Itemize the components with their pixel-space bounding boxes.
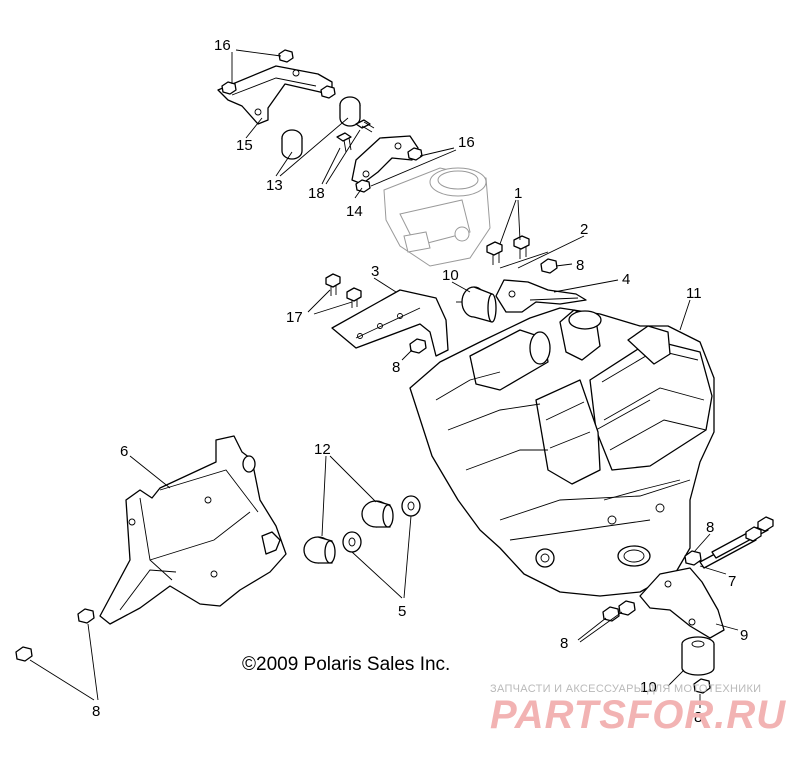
callout-9: 9 [740, 627, 748, 644]
nut-part-16c [320, 85, 336, 99]
callout-8c: 8 [706, 519, 714, 536]
cushion-part-12 [303, 500, 394, 564]
washer-part-2 [499, 251, 549, 269]
callout-16b: 16 [458, 134, 475, 151]
callout-2: 2 [580, 221, 588, 238]
callout-5: 5 [398, 603, 406, 620]
nut-part-8d [602, 600, 636, 622]
bracket-part-9 [639, 567, 725, 639]
nut-part-16b [355, 147, 423, 193]
bolt-part-1 [486, 235, 530, 265]
callout-8b: 8 [392, 359, 400, 376]
copyright-text: ©2009 Polaris Sales Inc. [242, 654, 450, 675]
nut-part-8e [15, 608, 95, 662]
callout-7: 7 [728, 573, 736, 590]
upper-bracket-part-15 [217, 65, 333, 125]
bolt-part-7 [699, 516, 774, 569]
nut-part-16a [221, 49, 294, 95]
mount-cushion-part-10b [681, 636, 715, 676]
callout-8d: 8 [560, 635, 568, 652]
callout-10a: 10 [442, 267, 459, 284]
nut-part-8b [409, 338, 427, 354]
watermark-brand: PARTSFOR.RU [490, 693, 786, 737]
mount-cushion-part-10a [456, 286, 497, 323]
front-bracket-part-6 [99, 435, 287, 625]
callout-8f: 8 [694, 709, 702, 726]
callout-12: 12 [314, 441, 331, 458]
callout-8a: 8 [576, 257, 584, 274]
callout-14: 14 [346, 203, 363, 220]
callout-6: 6 [120, 443, 128, 460]
callout-8e: 8 [92, 703, 100, 720]
callout-4: 4 [622, 271, 630, 288]
throttle-body-assembly [383, 167, 491, 267]
callout-15: 15 [236, 137, 253, 154]
bracket-part-4 [495, 279, 587, 313]
bolt-part-17 [325, 273, 362, 308]
watermark-tagline: ЗАПЧАСТИ И АКСЕССУАРЫ ДЛЯ МОТОТЕХНИКИ [490, 683, 761, 695]
callout-13: 13 [266, 177, 283, 194]
washer-part-5 [342, 495, 421, 553]
nut-part-8a [540, 258, 558, 274]
nut-part-8f [693, 678, 711, 694]
bracket-part-3 [331, 289, 449, 357]
callout-3: 3 [371, 263, 379, 280]
callout-labels: 16 15 13 18 14 16 1 2 8 4 3 10 17 8 11 6… [92, 37, 748, 726]
leader-lines [29, 49, 739, 708]
bolt-part-18 [336, 119, 375, 153]
callout-16a: 16 [214, 37, 231, 54]
nut-part-8c [684, 550, 702, 566]
callout-10b: 10 [640, 679, 657, 696]
callout-18: 18 [308, 185, 325, 202]
bushing-part-13 [281, 96, 361, 160]
callout-1: 1 [514, 185, 522, 202]
bracket-plate-part-14 [351, 135, 419, 185]
engine-part-11 [409, 307, 715, 597]
callout-17: 17 [286, 309, 303, 326]
callout-11: 11 [686, 285, 702, 302]
